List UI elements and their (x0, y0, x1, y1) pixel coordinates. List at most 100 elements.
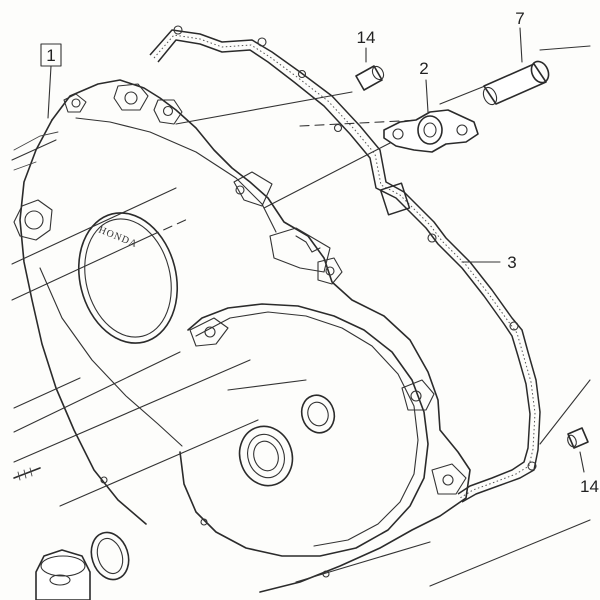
bracket-center-bore (423, 122, 437, 138)
cover-bracket (233, 171, 273, 207)
cover-top-boss (113, 83, 149, 111)
gasket-window (379, 182, 411, 216)
gasket-part-3 (149, 25, 541, 503)
callout-label-3: 3 (507, 253, 516, 272)
reference-line (11, 235, 151, 301)
cover-screw (13, 467, 41, 479)
reference-line (13, 351, 181, 433)
cover-bolt-hole (410, 390, 422, 402)
cover-screw-thread (17, 467, 33, 481)
gasket-tab (427, 233, 437, 243)
o-ring-inner (96, 537, 124, 575)
cover-bolt-hole (325, 266, 335, 276)
left-crankcase-cover: HONDA (13, 79, 471, 593)
gasket-inner-edge (157, 39, 531, 495)
reference-line (439, 83, 491, 105)
cover-bolt-hole (71, 98, 81, 108)
callout-leader (519, 27, 523, 63)
cover-bracket (317, 257, 343, 285)
shaft-part-7 (482, 27, 550, 106)
cover-bolt-hole (200, 518, 208, 526)
cover-bolt-hole (100, 476, 108, 484)
reference-line (13, 377, 81, 409)
reference-line (227, 379, 307, 391)
reference-line (539, 45, 591, 51)
dowel-pin-part-14-top (355, 47, 385, 91)
shaft-body (483, 63, 547, 105)
reference-line (175, 91, 353, 125)
dowel-pin-body (355, 65, 383, 91)
plug-head (40, 555, 86, 577)
cover-side-port (24, 210, 44, 230)
gasket-tab (527, 461, 537, 471)
clutch-housing-inner (195, 311, 419, 547)
cover-top-boss (153, 99, 183, 125)
gasket-texture (153, 34, 536, 499)
bracket-part-2 (383, 79, 479, 153)
clutch-housing-boss (189, 317, 229, 347)
cover-main-port-thread (247, 433, 285, 479)
gasket-tab (333, 123, 343, 133)
reference-line-dashed (149, 217, 191, 237)
dowel-pin-body (567, 427, 589, 449)
shaft-end (482, 86, 498, 106)
gasket-tab (257, 37, 267, 47)
cover-brand-text: HONDA (97, 225, 139, 251)
callout-label-14-top: 14 (357, 28, 376, 47)
callout-label-7: 7 (515, 9, 524, 28)
callout-label-14-right: 14 (580, 477, 599, 496)
gasket-tab (297, 69, 307, 79)
cover-bolt-hole (162, 105, 174, 117)
cover-bolt-hole (124, 91, 138, 105)
dowel-pin-end (567, 434, 577, 448)
cover-bracket (269, 227, 331, 273)
o-ring (90, 531, 130, 581)
callout-part-1: 1 (40, 43, 62, 119)
reference-line (11, 187, 177, 265)
reference-line (13, 359, 251, 463)
reference-lines (11, 45, 591, 587)
callout-leader (579, 451, 585, 473)
cover-outline-lower (19, 119, 147, 525)
plug-slot (49, 574, 71, 586)
dowel-pin-part-14-right (567, 427, 589, 473)
o-ring-outer (90, 531, 130, 581)
cover-side-fitting (13, 199, 53, 241)
reference-line (539, 379, 591, 445)
cover-inspection-rim (84, 218, 172, 338)
cover-rib (13, 161, 37, 171)
clutch-housing-outline (179, 303, 429, 557)
reference-line (59, 419, 259, 507)
reference-line (263, 141, 393, 209)
dowel-pin-end (371, 65, 385, 81)
cover-main-port-bore (253, 440, 279, 472)
cover-dome-edge (39, 267, 183, 447)
callout-label-1: 1 (46, 46, 55, 65)
shaft-end (530, 60, 550, 84)
cover-main-port (238, 425, 294, 487)
cover-rib (13, 131, 59, 151)
clutch-housing-boss (401, 379, 435, 411)
drain-plug (35, 549, 91, 600)
cover-bolt-hole (235, 185, 245, 195)
cover-bolt-hole (204, 326, 216, 338)
clutch-housing-boss (431, 463, 467, 495)
gasket-tab (509, 321, 519, 331)
reference-line (11, 139, 57, 161)
cover-bracket-slot (295, 235, 321, 253)
bracket-plate (383, 109, 479, 153)
gasket-tab (173, 25, 183, 35)
reference-line-dashed (299, 119, 421, 127)
cover-top-boss (63, 93, 87, 113)
cover-small-port (300, 394, 336, 434)
gasket-outer-edge (149, 29, 541, 503)
cover-inspection-opening (77, 212, 179, 344)
cover-small-port-thread (307, 401, 329, 427)
callout-leader (47, 65, 52, 119)
callout-label-2: 2 (419, 59, 428, 78)
cover-bolt-hole (442, 474, 454, 486)
callout-leader (425, 79, 429, 113)
bracket-hole (456, 124, 468, 136)
